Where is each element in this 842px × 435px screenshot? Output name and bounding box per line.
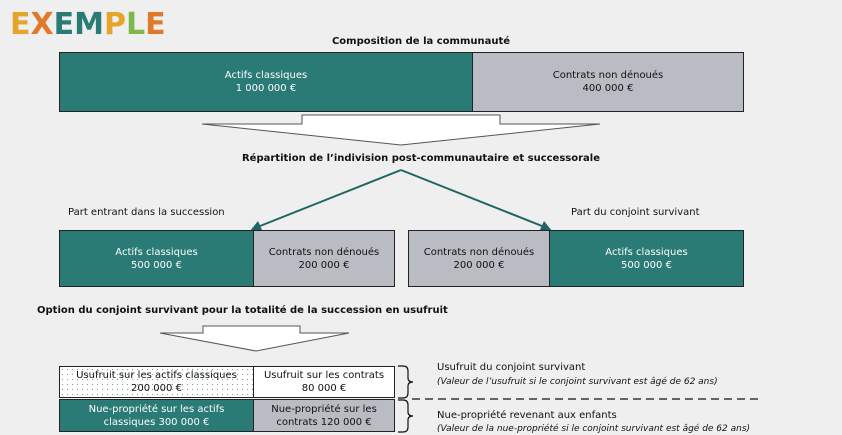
logo-letter: X bbox=[30, 7, 54, 42]
nue-label: Nue-propriété revenant aux enfants bbox=[437, 410, 617, 421]
logo-letter: E bbox=[53, 7, 75, 42]
box-value: 1 000 000 € bbox=[235, 83, 297, 94]
cell-line: Usufruit sur les contrats bbox=[263, 370, 385, 381]
connector-to-conjoint bbox=[400, 169, 548, 229]
box-label: Actifs classiques bbox=[605, 246, 688, 258]
box-value: 500 000 € bbox=[621, 259, 672, 271]
usufruit-label: Usufruit du conjoint survivant bbox=[437, 362, 586, 373]
box-label: Contrats non dénoués bbox=[423, 246, 535, 258]
box-value: 400 000 € bbox=[582, 83, 634, 94]
title-repartition: Répartition de l’indivision post-communa… bbox=[241, 153, 600, 164]
cell-line: Nue-propriété sur les actifs bbox=[88, 403, 225, 415]
cell-line: 200 000 € bbox=[131, 383, 182, 394]
cell-line: Usufruit sur les actifs classiques bbox=[76, 370, 237, 381]
logo-letter: P bbox=[104, 7, 126, 42]
box-value: 200 000 € bbox=[298, 259, 350, 271]
title-option: Option du conjoint survivant pour la tot… bbox=[37, 305, 448, 316]
cell-line: 80 000 € bbox=[301, 383, 347, 394]
usufruit-actifs-cell: Usufruit sur les actifs classiques 200 00… bbox=[59, 366, 254, 398]
usufruit-note: (Valeur de l’usufruit si le conjoint sur… bbox=[437, 377, 718, 387]
cell-line: classiques 300 000 € bbox=[103, 416, 210, 428]
brace-icon bbox=[398, 399, 414, 433]
down-arrow-icon bbox=[159, 325, 350, 352]
logo-letter: E bbox=[145, 7, 166, 42]
composition-actifs-box: Actifs classiques 1 000 000 € bbox=[59, 52, 473, 112]
composition-contrats-box: Contrats non dénoués 400 000 € bbox=[472, 52, 744, 112]
connector-to-succession bbox=[254, 169, 402, 229]
nue-note: (Valeur de la nue-propriété si le conjoi… bbox=[437, 424, 751, 434]
logo-letter: L bbox=[126, 7, 146, 42]
cell-line: Nue-propriété sur les bbox=[271, 403, 377, 415]
logo-letter: M bbox=[74, 7, 104, 42]
box-label: Actifs classiques bbox=[115, 246, 198, 258]
box-label: Actifs classiques bbox=[224, 70, 308, 81]
heading-succession: Part entrant dans la succession bbox=[68, 207, 225, 218]
usufruit-contrats-cell: Usufruit sur les contrats 80 000 € bbox=[253, 366, 395, 398]
logo-letter: E bbox=[10, 7, 31, 42]
box-label: Contrats non dénoués bbox=[268, 246, 380, 258]
cell-line: contrats 120 000 € bbox=[276, 416, 372, 428]
heading-conjoint: Part du conjoint survivant bbox=[571, 207, 700, 218]
brace-icon bbox=[398, 365, 414, 399]
box-label: Contrats non dénoués bbox=[552, 70, 664, 81]
box-value: 200 000 € bbox=[453, 259, 505, 271]
title-composition: Composition de la communauté bbox=[331, 36, 511, 47]
exemple-logo: EXEMPLE bbox=[10, 8, 166, 42]
arrowhead-icon bbox=[250, 221, 262, 231]
box-value: 500 000 € bbox=[131, 259, 182, 271]
arrowhead-icon bbox=[540, 221, 552, 231]
down-arrow-icon bbox=[201, 114, 601, 146]
